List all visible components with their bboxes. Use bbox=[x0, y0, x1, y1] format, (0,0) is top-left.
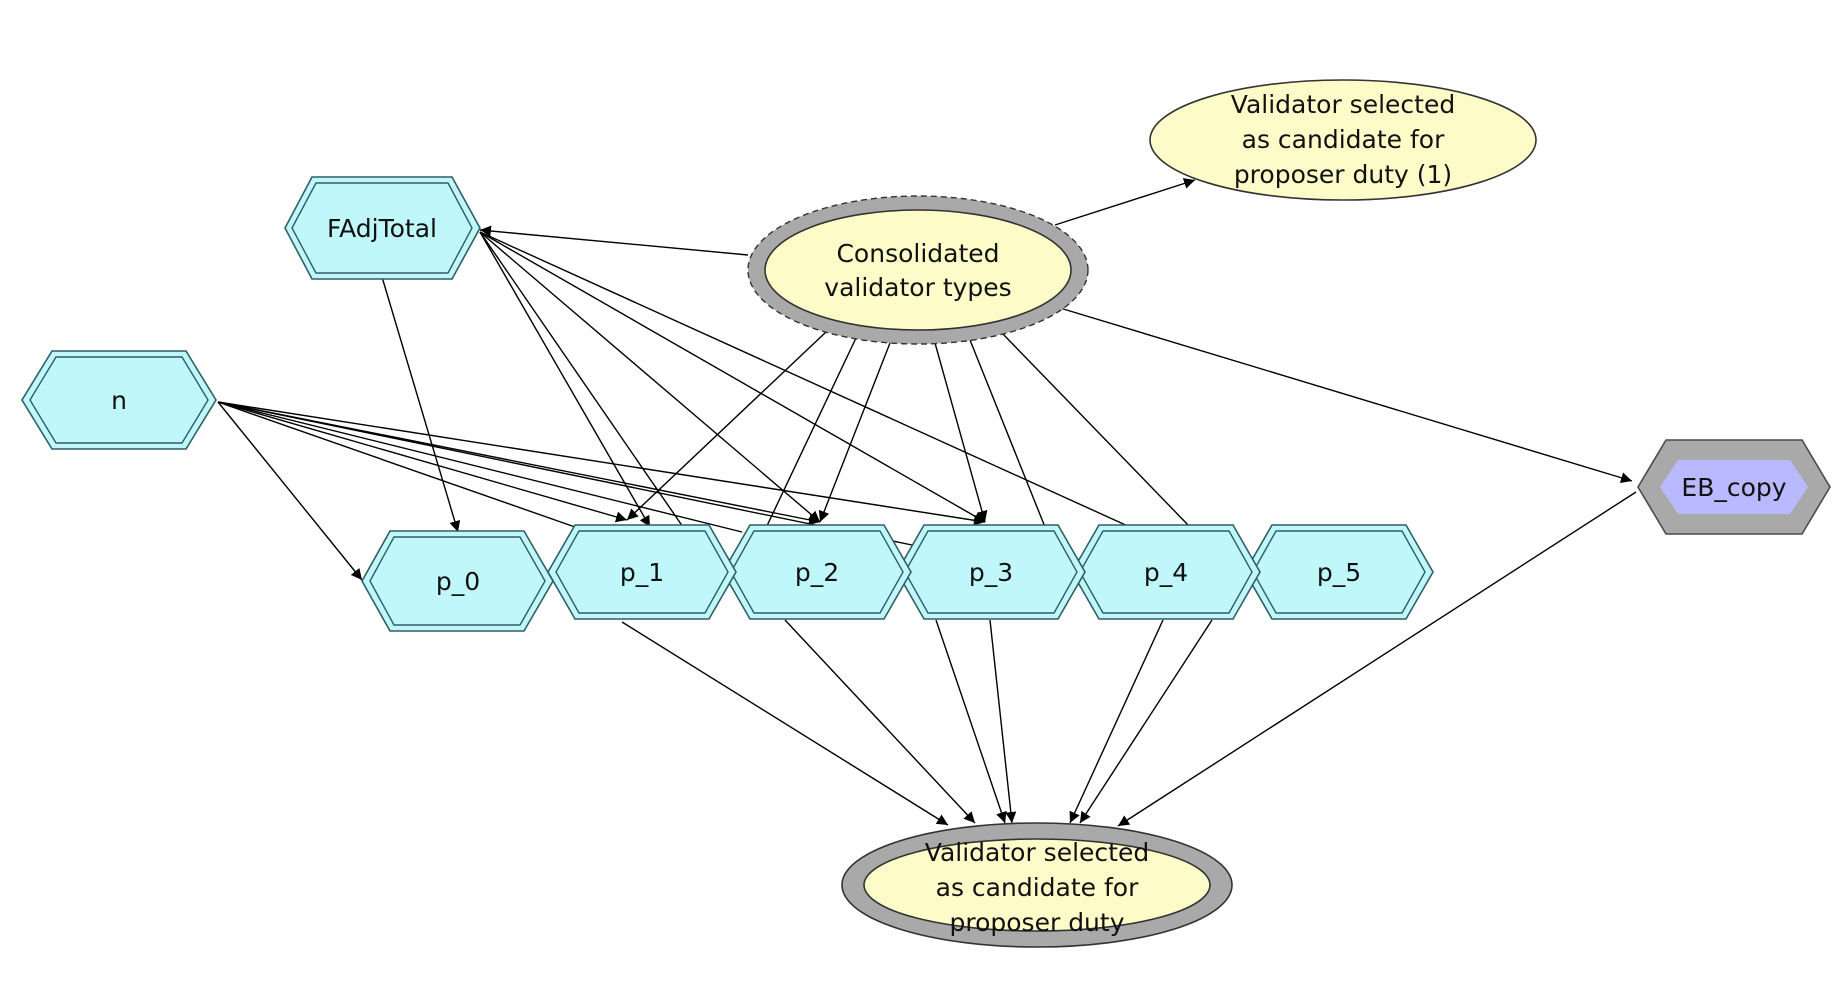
edge-p3-to-selected bbox=[935, 619, 1007, 824]
edge-fadjtotal-to-p0 bbox=[381, 276, 461, 533]
node-label-line-3: proposer duty bbox=[950, 908, 1125, 937]
node-p3[interactable]: p_3 bbox=[896, 524, 1086, 620]
node-validator-selected[interactable]: Validator selected as candidate for prop… bbox=[841, 822, 1233, 948]
node-label-line-3: proposer duty (1) bbox=[1234, 160, 1452, 189]
edge-eb-copy-to-selected bbox=[1117, 491, 1637, 827]
node-label: FAdjTotal bbox=[327, 214, 437, 243]
edge-consolidated-to-selected1 bbox=[1054, 178, 1196, 226]
node-label: EB_copy bbox=[1681, 473, 1786, 502]
node-p5[interactable]: p_5 bbox=[1244, 524, 1434, 620]
edge-p4-to-selected bbox=[1069, 619, 1164, 824]
edge-consolidated-to-eb-copy bbox=[1059, 307, 1633, 484]
node-p0[interactable]: p_0 bbox=[361, 530, 554, 632]
node-fadjtotal[interactable]: FAdjTotal bbox=[284, 176, 481, 280]
edge-p1-to-selected bbox=[621, 621, 949, 826]
edge-p4b-to-selected bbox=[1079, 619, 1213, 824]
node-consolidated-validator-types[interactable]: Consolidated validator types bbox=[747, 195, 1089, 345]
node-label-line-2: as candidate for bbox=[1242, 125, 1445, 154]
edges bbox=[217, 178, 1637, 827]
node-label-line-2: as candidate for bbox=[936, 873, 1139, 902]
edge-consolidated-to-fadjtotal bbox=[479, 225, 749, 256]
edge-consolidated-to-p4 bbox=[1001, 332, 1191, 528]
node-label-line-1: Validator selected bbox=[1231, 90, 1455, 119]
edge-consolidated-to-p3b bbox=[969, 339, 1046, 528]
edge-consolidated-to-p1 bbox=[626, 331, 827, 521]
node-label-line-2: validator types bbox=[824, 273, 1011, 302]
node-n[interactable]: n bbox=[21, 350, 217, 450]
node-p2[interactable]: p_2 bbox=[722, 524, 912, 620]
node-p1[interactable]: p_1 bbox=[547, 524, 737, 620]
edge-p3b-to-selected bbox=[989, 619, 1017, 824]
edge-fadjtotal-to-p4 bbox=[479, 231, 1131, 528]
node-label: p_2 bbox=[795, 558, 839, 587]
edge-consolidated-to-p1b bbox=[764, 337, 857, 531]
node-validator-selected-1[interactable]: Validator selected as candidate for prop… bbox=[1149, 79, 1537, 201]
edge-n-to-p2b bbox=[217, 401, 743, 533]
edge-n-to-p0 bbox=[217, 401, 363, 581]
edge-fadjtotal-to-p1 bbox=[479, 231, 651, 528]
edge-consolidated-to-p2 bbox=[818, 342, 891, 523]
node-label: p_1 bbox=[620, 558, 664, 587]
node-label-line-1: Validator selected bbox=[925, 838, 1149, 867]
edge-consolidated-to-p3 bbox=[934, 342, 988, 523]
edge-n-to-p1 bbox=[217, 401, 628, 523]
node-label: p_3 bbox=[969, 558, 1013, 587]
edge-fadjtotal-to-p3 bbox=[479, 231, 986, 523]
edge-fadjtotal-to-p1b bbox=[479, 231, 684, 528]
edge-fadjtotal-to-p2 bbox=[479, 231, 821, 523]
node-label: p_4 bbox=[1144, 558, 1188, 587]
node-label: p_5 bbox=[1317, 558, 1361, 587]
node-eb-copy[interactable]: EB_copy bbox=[1637, 439, 1831, 535]
node-label-line-1: Consolidated bbox=[836, 239, 999, 268]
edge-p2-to-selected bbox=[784, 619, 976, 824]
edge-n-to-p3 bbox=[217, 401, 986, 526]
edge-n-to-p1b bbox=[217, 401, 576, 528]
node-label: p_0 bbox=[436, 567, 480, 596]
node-p4[interactable]: p_4 bbox=[1071, 524, 1261, 620]
edge-n-to-p3b bbox=[217, 401, 913, 546]
node-label: n bbox=[111, 386, 127, 415]
